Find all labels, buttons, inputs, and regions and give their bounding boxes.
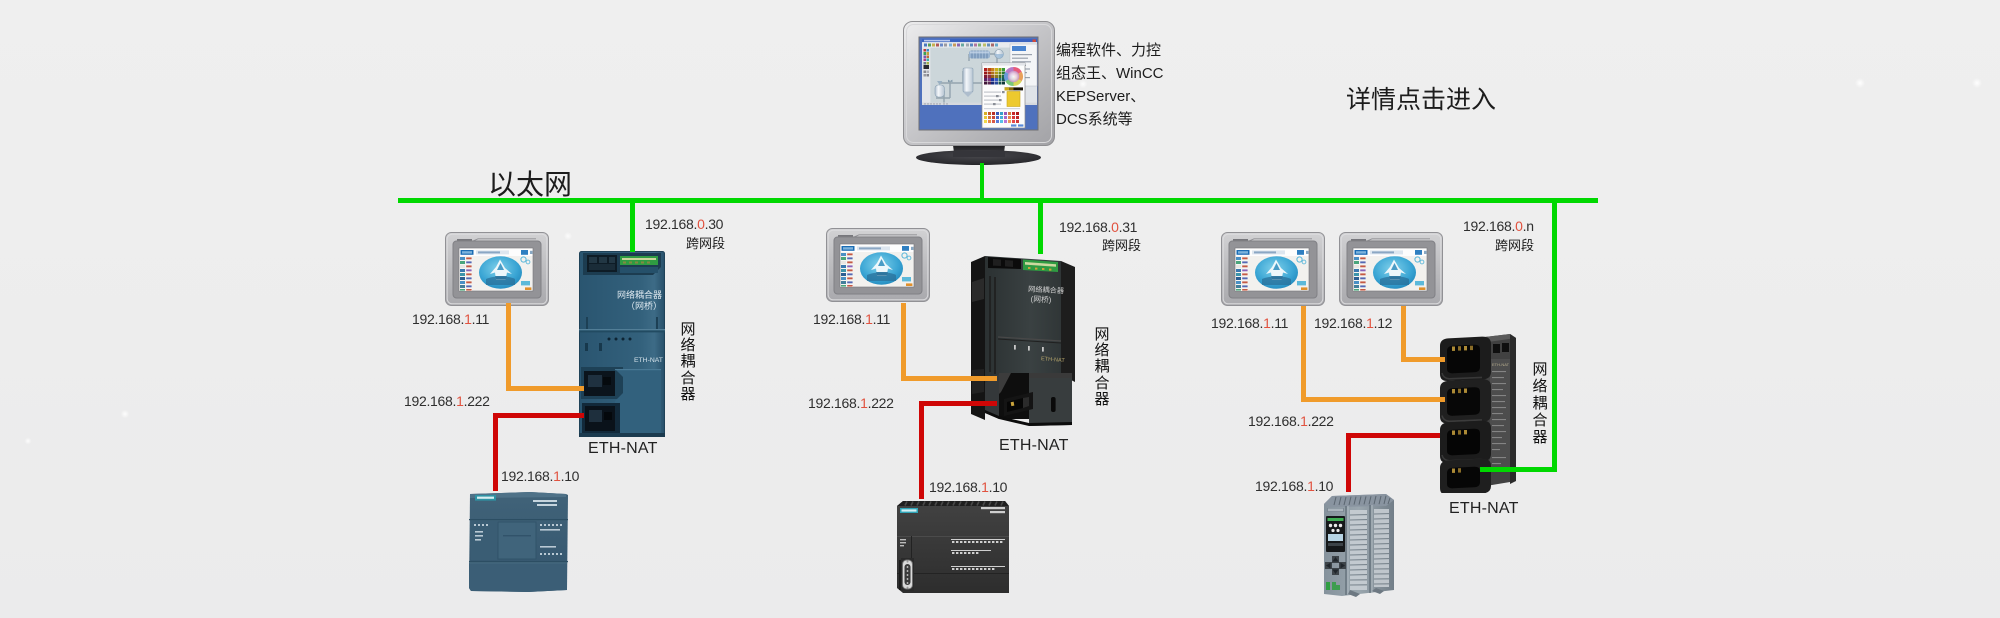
- svg-text:ETH-NAT: ETH-NAT: [1041, 356, 1066, 364]
- svg-text:(网桥): (网桥): [1030, 293, 1052, 304]
- svg-text:网络耦合器: 网络耦合器: [1028, 284, 1064, 295]
- svg-text:ETH-NAT: ETH-NAT: [634, 357, 663, 364]
- svg-text:（网桥）: （网桥）: [626, 300, 662, 311]
- svg-text:ETH-NAT: ETH-NAT: [1492, 362, 1510, 367]
- svg-text:网络耦合器: 网络耦合器: [617, 289, 662, 300]
